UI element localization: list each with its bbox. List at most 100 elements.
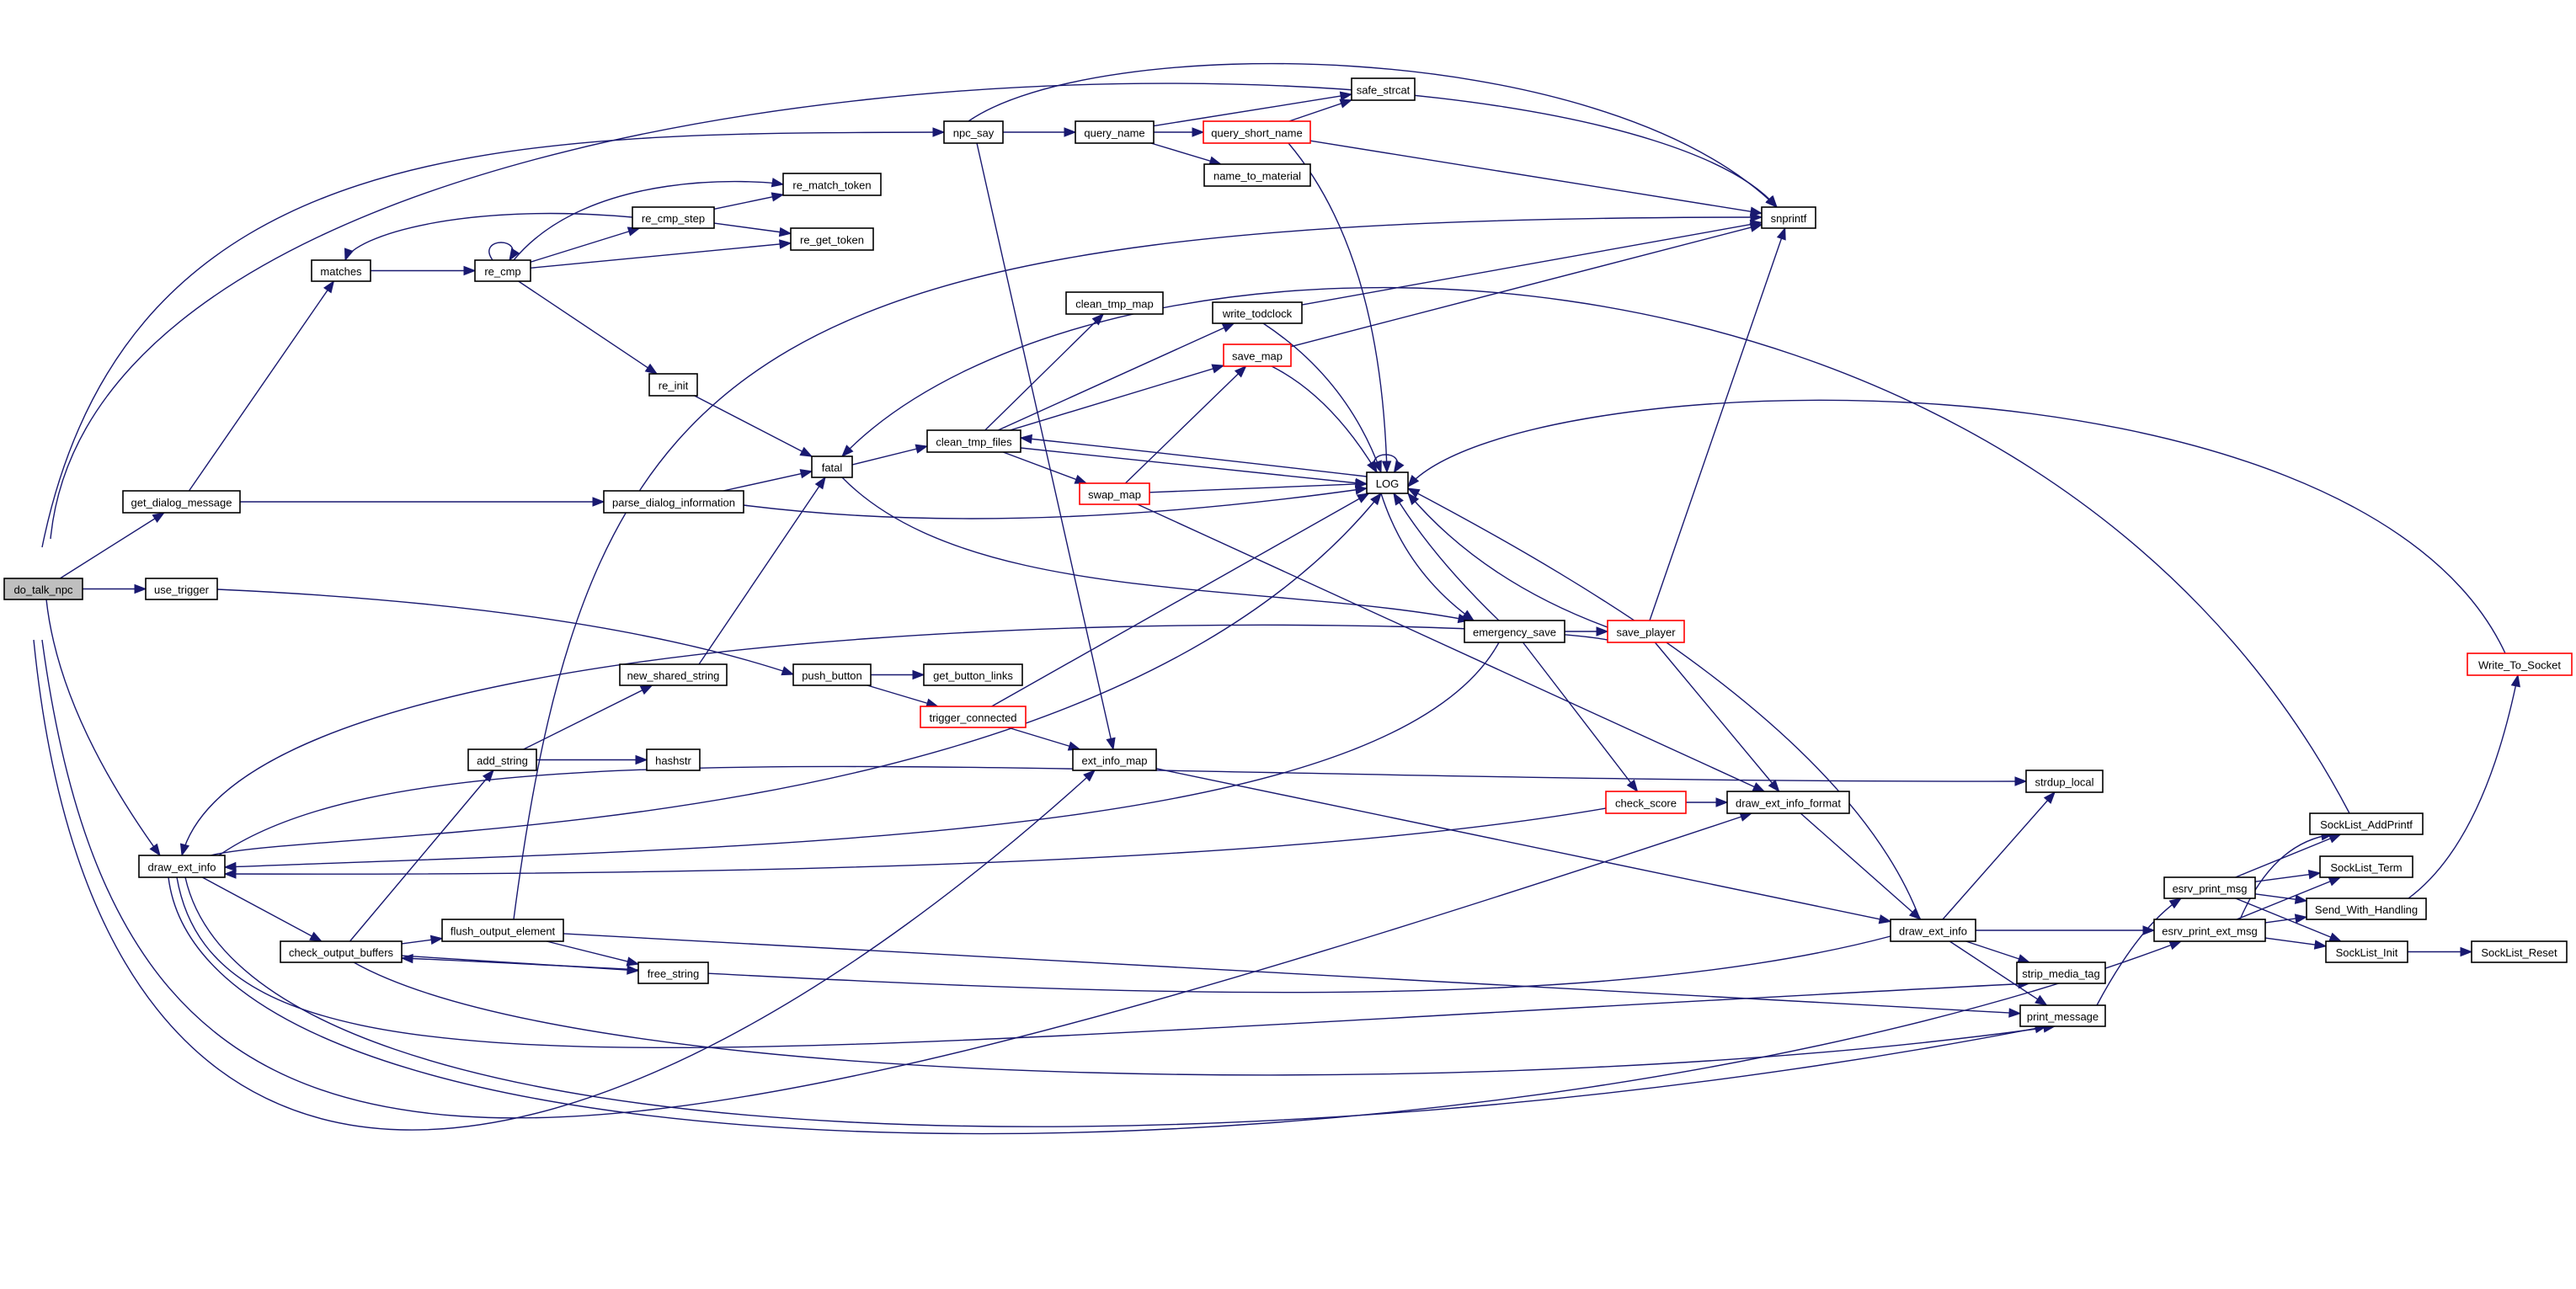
node-clean-tmp-files[interactable]: clean_tmp_files: [926, 429, 1021, 453]
node-socklist-term[interactable]: SockList_Term: [2319, 855, 2413, 878]
arrowhead-icon: [2168, 940, 2183, 951]
node-fatal[interactable]: fatal: [811, 455, 853, 478]
node-esrv-print-msg[interactable]: esrv_print_msg: [2163, 876, 2256, 899]
node-box: [811, 455, 853, 478]
node-snprintf[interactable]: snprintf: [1761, 206, 1816, 229]
node-re-match-token[interactable]: re_match_token: [782, 173, 882, 196]
node-npc-say[interactable]: npc_say: [943, 120, 1004, 144]
node-check-score[interactable]: check_score: [1605, 791, 1687, 814]
node-do-talk-npc[interactable]: do_talk_npc: [3, 578, 83, 600]
edge-parse_dialog_information-to-fatal: [723, 469, 813, 492]
node-socklist-reset[interactable]: SockList_Reset: [2471, 940, 2568, 963]
arrowhead-icon: [1393, 460, 1405, 474]
node-query-name[interactable]: query_name: [1075, 120, 1155, 144]
node-box: [2325, 940, 2408, 963]
arrowhead-icon: [400, 953, 413, 964]
arrowhead-icon: [2294, 913, 2308, 924]
node-write-to-socket[interactable]: Write_To_Socket: [2467, 652, 2573, 676]
edge-line: [984, 313, 1104, 431]
node-use-trigger[interactable]: use_trigger: [145, 578, 218, 600]
node-label: draw_ext_info: [1899, 925, 1967, 938]
node-emergency-save[interactable]: emergency_save: [1464, 620, 1565, 643]
node-box: [923, 663, 1023, 686]
arrowhead-icon: [1715, 797, 1729, 807]
edge-line: [1149, 482, 1368, 493]
edge-draw_ext_info_r-to-LOG: [1406, 487, 1921, 920]
node-box: [603, 490, 744, 514]
nodes-layer: do_talk_npc use_trigger get_dialog_message…: [3, 77, 2573, 1027]
node-draw-ext-info-l[interactable]: draw_ext_info: [138, 855, 226, 878]
node-write-todclock[interactable]: write_todclock: [1212, 301, 1303, 324]
edge-add_string-to-new_shared_string: [523, 684, 653, 750]
node-label: SockList_AddPrintf: [2320, 818, 2413, 831]
node-swap-map[interactable]: swap_map: [1079, 482, 1150, 505]
node-log[interactable]: LOG: [1366, 471, 1409, 494]
node-strdup-local[interactable]: strdup_local: [2025, 770, 2104, 793]
node-socklist-addprintf[interactable]: SockList_AddPrintf: [2309, 812, 2424, 835]
node-re-init[interactable]: re_init: [648, 373, 698, 397]
node-free-string[interactable]: free_string: [637, 961, 709, 984]
node-save-player[interactable]: save_player: [1607, 620, 1685, 643]
node-box: [1761, 206, 1816, 229]
node-re-cmp[interactable]: re_cmp: [474, 259, 531, 282]
node-box: [1464, 620, 1565, 643]
node-draw-ext-info-format[interactable]: draw_ext_info_format: [1726, 791, 1850, 814]
edge-check_output_buffers-to-free_string: [401, 955, 640, 975]
node-name-to-material[interactable]: name_to_material: [1203, 163, 1311, 187]
node-hashstr[interactable]: hashstr: [646, 748, 701, 771]
edge-line: [851, 445, 928, 466]
node-clean-tmp-map[interactable]: clean_tmp_map: [1065, 291, 1164, 315]
node-label: esrv_print_msg: [2173, 882, 2248, 895]
node-esrv-print-ext-msg[interactable]: esrv_print_ext_msg: [2153, 919, 2266, 942]
edges-layer: [33, 62, 2520, 1135]
node-label: Send_With_Handling: [2315, 903, 2418, 916]
edge-emergency_save-to-draw_ext_info_l: [223, 642, 1500, 872]
node-check-output-buffers[interactable]: check_output_buffers: [280, 940, 403, 963]
edge-line: [1020, 437, 1368, 477]
node-new-shared-string[interactable]: new_shared_string: [619, 663, 728, 686]
edge-line: [513, 180, 784, 261]
node-trigger-connected[interactable]: trigger_connected: [920, 706, 1027, 728]
edge-LOG-to-LOG: [1373, 454, 1405, 474]
node-re-get-token[interactable]: re_get_token: [790, 227, 874, 251]
node-get-button-links[interactable]: get_button_links: [923, 663, 1023, 686]
node-box: [2019, 1004, 2106, 1027]
node-box: [1351, 77, 1416, 101]
node-print-message[interactable]: print_message: [2019, 1004, 2106, 1027]
edge-line: [1137, 503, 1765, 792]
edge-query_short_name-to-snprintf: [1309, 140, 1763, 216]
node-label: get_button_links: [933, 669, 1013, 682]
node-draw-ext-info-r[interactable]: draw_ext_info: [1890, 919, 1976, 942]
node-socklist-init[interactable]: SockList_Init: [2325, 940, 2408, 963]
edge-line: [1271, 365, 1378, 473]
node-send-with-handling[interactable]: Send_With_Handling: [2306, 898, 2427, 920]
edge-LOG-to-clean_tmp_files: [1019, 434, 1368, 477]
node-label: save_player: [1616, 626, 1676, 639]
arrowhead-icon: [1211, 364, 1225, 374]
node-add-string[interactable]: add_string: [467, 748, 537, 771]
node-ext-info-map[interactable]: ext_info_map: [1072, 748, 1157, 771]
node-strip-media-tag[interactable]: strip_media_tag: [2016, 961, 2106, 984]
node-push-button[interactable]: push_button: [792, 663, 872, 686]
edge-line: [1002, 451, 1087, 484]
node-safe-strcat[interactable]: safe_strcat: [1351, 77, 1416, 101]
node-label: write_todclock: [1222, 307, 1293, 320]
node-flush-output-element[interactable]: flush_output_element: [441, 919, 564, 942]
node-get-dialog-message[interactable]: get_dialog_message: [122, 490, 241, 514]
node-box: [122, 490, 241, 514]
edge-line: [41, 131, 945, 548]
node-parse-dialog-information[interactable]: parse_dialog_information: [603, 490, 744, 514]
node-label: hashstr: [655, 754, 691, 767]
node-label: name_to_material: [1213, 170, 1301, 183]
arrowhead-icon: [2313, 940, 2328, 950]
node-matches[interactable]: matches: [311, 259, 371, 282]
node-save-map[interactable]: save_map: [1223, 344, 1292, 367]
node-box: [1079, 482, 1150, 505]
node-query-short-name[interactable]: query_short_name: [1203, 120, 1311, 144]
arrowhead-icon: [323, 280, 335, 294]
node-label: trigger_connected: [929, 711, 1016, 724]
arrowhead-icon: [1074, 474, 1088, 484]
node-re-cmp-step[interactable]: re_cmp_step: [632, 206, 715, 229]
node-label: check_score: [1615, 797, 1677, 810]
edge-line: [841, 287, 2350, 814]
